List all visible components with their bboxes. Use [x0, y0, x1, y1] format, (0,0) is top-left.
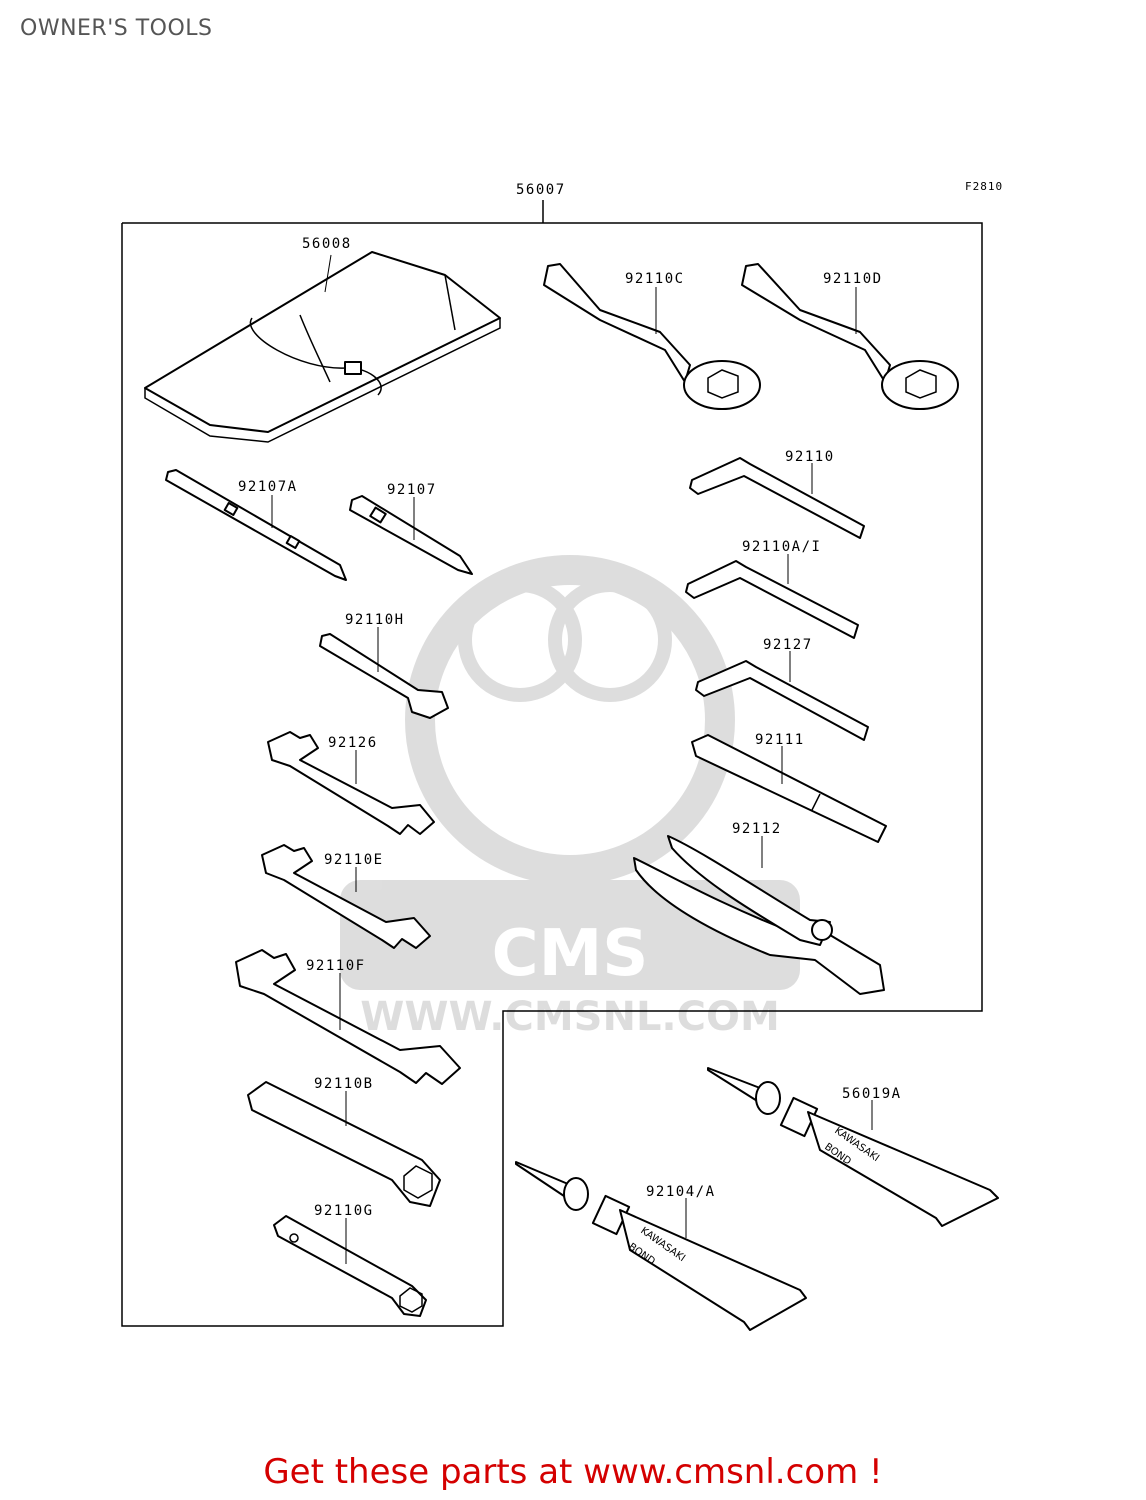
bond-tube-56019a: KAWASAKI BOND	[707, 1067, 999, 1227]
label-92110b: 92110B	[314, 1076, 374, 1092]
label-92110h: 92110H	[345, 612, 405, 628]
label-92110c: 92110C	[625, 271, 685, 287]
box-wrench-92110d	[741, 263, 959, 410]
label-92110a: 92110A/I	[742, 539, 821, 555]
label-92107a: 92107A	[238, 479, 298, 495]
label-56007: 56007	[516, 182, 566, 198]
label-92111: 92111	[755, 732, 805, 748]
label-92110: 92110	[785, 449, 835, 465]
label-92107: 92107	[387, 482, 437, 498]
label-92110f: 92110F	[306, 958, 366, 974]
wrench-92126	[267, 731, 435, 835]
cms-watermark: CMS WWW.CMSNL.COM	[340, 555, 800, 1040]
hex-key-92110	[689, 457, 865, 539]
label-56019a: 56019A	[842, 1086, 902, 1102]
pliers-92112	[633, 835, 885, 995]
label-92112: 92112	[732, 821, 782, 837]
box-wrench-92110c	[543, 263, 761, 410]
watermark-text: WWW.CMSNL.COM	[360, 994, 780, 1040]
page-title: OWNER'S TOOLS	[20, 16, 213, 41]
wrench-92110h	[319, 633, 449, 719]
footer-link[interactable]: Get these parts at www.cmsnl.com !	[263, 1452, 883, 1492]
label-92104a: 92104/A	[646, 1184, 716, 1200]
wrench-92110e	[261, 844, 431, 949]
exploded-parts-diagram: CMS WWW.CMSNL.COM F2810 56007 56008	[121, 180, 1003, 1331]
figure-code: F2810	[965, 180, 1003, 193]
socket-wrench-92110b	[247, 1081, 441, 1207]
handle-92111	[691, 734, 887, 843]
label-56008: 56008	[302, 236, 352, 252]
tool-case	[144, 251, 501, 443]
label-92110g: 92110G	[314, 1203, 374, 1219]
hex-key-92110a	[685, 560, 859, 639]
kit-outline	[121, 200, 983, 1327]
svg-text:CMS: CMS	[492, 917, 649, 991]
bond-tube-92104a: KAWASAKI BOND	[515, 1161, 807, 1331]
label-92126: 92126	[328, 735, 378, 751]
wrench-92110f	[235, 949, 461, 1085]
hex-key-92127	[695, 660, 869, 741]
screwdriver-92107	[349, 495, 473, 575]
socket-wrench-92110g	[273, 1215, 427, 1317]
label-92110d: 92110D	[823, 271, 883, 287]
screwdriver-92107a	[165, 469, 347, 581]
label-92127: 92127	[763, 637, 813, 653]
label-92110e: 92110E	[324, 852, 384, 868]
